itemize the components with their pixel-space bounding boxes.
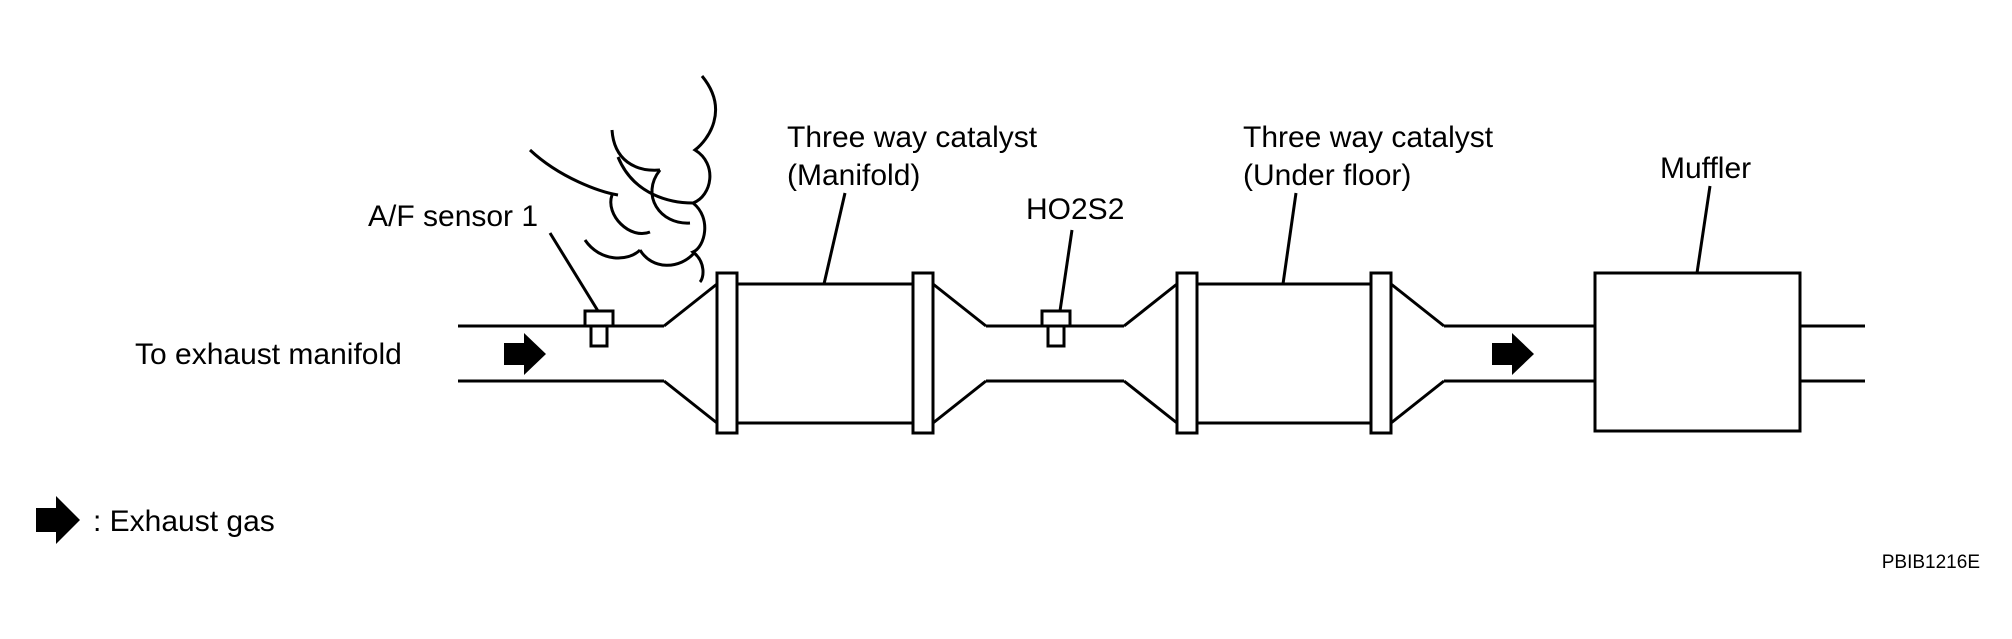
catalyst-underfloor-label-line1: Three way catalyst bbox=[1243, 121, 1494, 154]
ho2s2-sensor bbox=[1040, 229, 1074, 348]
ho2s2-label: HO2S2 bbox=[1026, 193, 1124, 226]
inlet-pipe bbox=[458, 324, 664, 383]
right-arrow-icon bbox=[36, 496, 80, 544]
exhaust-flow-arrow bbox=[1492, 333, 1534, 375]
figure-code: PBIB1216E bbox=[1882, 552, 1980, 573]
legend-label: : Exhaust gas bbox=[93, 505, 275, 538]
catalyst-underfloor-label-line2: (Under floor) bbox=[1243, 159, 1411, 192]
af-sensor-1 bbox=[548, 232, 615, 348]
tail-pipe bbox=[1444, 324, 1595, 383]
muffler bbox=[1593, 185, 1865, 433]
legend: : Exhaust gas bbox=[36, 496, 275, 544]
catalyst-manifold-label-line1: Three way catalyst bbox=[787, 121, 1038, 154]
muffler-label: Muffler bbox=[1660, 152, 1751, 185]
catalyst-manifold bbox=[663, 192, 987, 435]
catalyst-underfloor bbox=[1123, 192, 1445, 435]
exhaust-flow-arrow bbox=[504, 333, 546, 375]
catalyst-manifold-label-line2: (Manifold) bbox=[787, 159, 920, 192]
to-exhaust-manifold-label: To exhaust manifold bbox=[135, 338, 402, 371]
exhaust-smoke-icon bbox=[528, 75, 717, 284]
af-sensor-label: A/F sensor 1 bbox=[368, 200, 538, 233]
